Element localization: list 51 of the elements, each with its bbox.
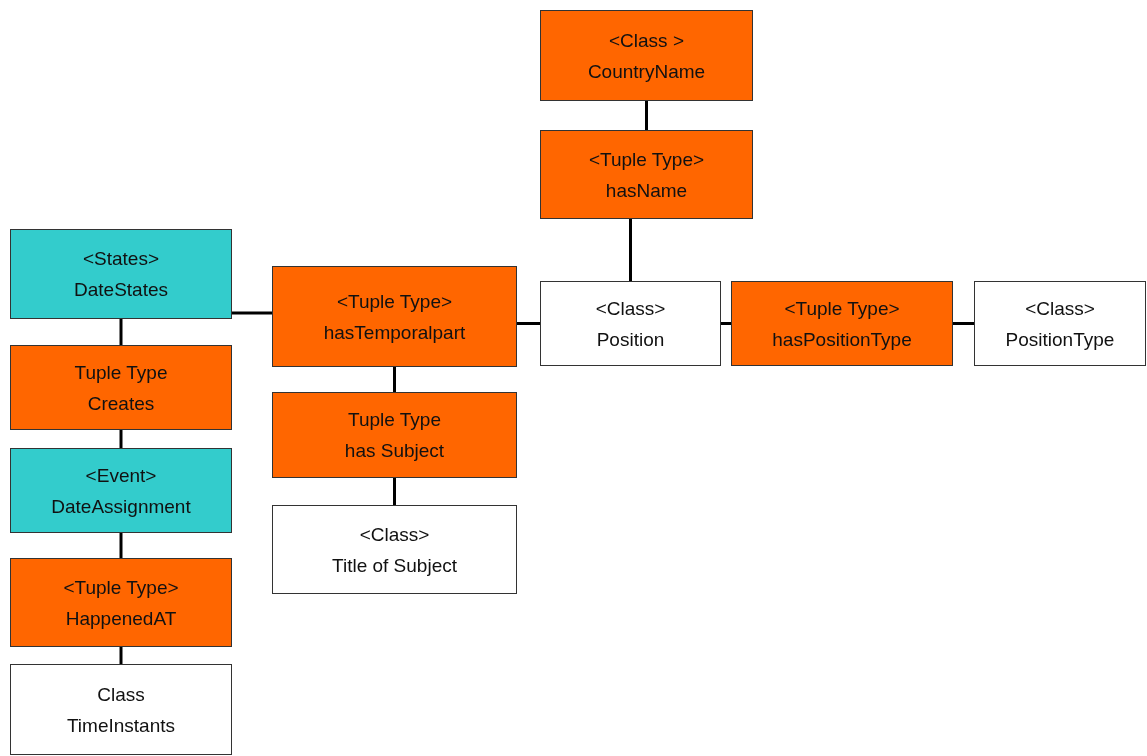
connector-line [517,322,540,325]
class-box [272,505,517,594]
connector-line [119,533,123,558]
type-box [10,448,232,533]
type-label: <Event> [85,463,157,488]
name-label: DateStates [74,278,168,302]
type-box [731,281,953,366]
type-label: <Class> [359,522,430,547]
type-label: Tuple Type [74,360,168,385]
type-label: <Class> [1025,296,1095,321]
connector-line [119,647,123,664]
name-label: Creates [87,391,155,416]
type-label: <Class > [609,28,684,53]
name-label: hasPositionType [772,327,912,352]
name-label: PositionType [1005,327,1115,352]
name-label: Title of Subject [332,553,457,578]
connector-line [629,219,632,281]
name-label: hasTemporalpart [323,320,466,345]
class-box [540,281,721,366]
name-label: has Subject [344,439,445,463]
type-label: Tuple Type [348,408,441,432]
connector-line [119,430,123,448]
connector-line [119,319,123,345]
type-label: <Tuple Type> [588,147,705,172]
connector-line [645,101,648,130]
type-box [10,229,232,319]
type-label: <Tuple Type> [336,289,453,314]
name-label: CountryName [587,59,706,84]
type-box [10,345,232,430]
type-box [540,10,753,101]
type-box [272,392,517,478]
type-label: <Tuple Type> [784,296,900,321]
connector-line [721,322,731,325]
name-label: hasName [605,178,688,203]
type-box [10,558,232,647]
type-box [272,266,517,367]
type-box [540,130,753,219]
name-label: Position [596,327,665,352]
type-label: <Tuple Type> [63,575,179,600]
name-label: HappenedAT [65,606,177,631]
connector-line [953,322,974,325]
name-label: DateAssignment [51,494,191,519]
class-box [974,281,1146,366]
class-box [10,664,232,755]
connector-line [393,367,396,392]
type-label: <Class> [595,296,666,321]
name-label: TimeInstants [66,713,176,738]
connector-line [393,478,396,505]
connector-line [232,311,272,315]
type-label: <States> [82,247,160,271]
type-label: Class [97,682,145,707]
